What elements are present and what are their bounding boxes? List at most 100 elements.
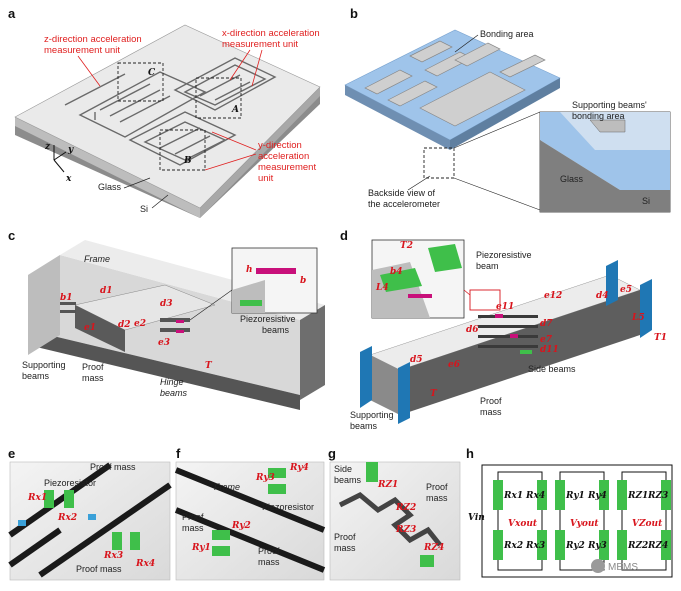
d-support-label-2: beams: [350, 421, 378, 431]
h-resistors: [493, 480, 671, 560]
d-piezo-2: [510, 334, 518, 338]
d-zoom-leader: [463, 289, 471, 296]
g-side-label-1: Side: [334, 464, 352, 474]
box-label-a: A: [231, 105, 239, 115]
c-piezo-label-2: beams: [262, 325, 290, 335]
glass-label-b: Glass: [560, 174, 584, 184]
d-dim-b4: b4: [390, 267, 403, 277]
h-b3-tl: RZ1: [627, 491, 648, 501]
e-proof-bottom: Proof mass: [76, 564, 122, 574]
panel-label-c: c: [8, 228, 15, 243]
h-b3-bl: RZ2: [627, 541, 648, 551]
e-rx3: Rx3: [103, 551, 123, 561]
c-dim-e1: e1: [84, 323, 96, 333]
h-b1-bl: Rx2: [503, 541, 523, 551]
h-vin: Vin: [468, 513, 485, 523]
e-beams: [8, 462, 172, 578]
f-piezoresistors: [212, 468, 286, 556]
d-support-right-2: [640, 279, 652, 338]
backside-label-1: Backside view of: [368, 188, 436, 198]
panel-label-g: g: [328, 446, 336, 461]
d-left-side: [370, 355, 400, 415]
d-support-right: [606, 260, 618, 306]
c-dim-h: h: [246, 265, 253, 275]
d-support-label-1: Supporting: [350, 410, 394, 420]
dashed-box-a: [195, 77, 242, 119]
z-unit-label-2: measurement unit: [44, 45, 120, 56]
y-unit-label-3: measurement: [258, 162, 316, 173]
zoom-box-b: [423, 147, 455, 179]
c-support-label-2: beams: [22, 371, 50, 381]
d-dim-d4: d4: [596, 291, 609, 301]
panel-f: f Frame Piezoresistor Proof mass Proof m…: [174, 446, 326, 581]
f-proof-left-2: mass: [182, 523, 204, 533]
d-dim-d6: d6: [466, 325, 479, 335]
f-ry2: Ry2: [231, 521, 251, 531]
inset-beam-bond: [589, 119, 626, 133]
box-label-b: B: [183, 156, 192, 166]
z-unit-structure: [64, 71, 207, 138]
c-frame-label: Frame: [84, 254, 110, 264]
c-frame-block: [28, 255, 60, 355]
backside-leader: [407, 175, 431, 191]
g-side-beams: [366, 462, 434, 567]
h-b3-tr: RZ3: [647, 491, 668, 501]
c-body-front: [28, 330, 300, 410]
axis-z: z: [44, 142, 51, 152]
panel-d: d T2 Piezoresistive beam b4 L4 e1: [340, 228, 667, 431]
h-b2-tl: Ry1: [565, 491, 585, 501]
f-proof-right-1: Proof: [258, 546, 280, 556]
panel-label-f: f: [176, 446, 181, 461]
axis-y: y: [67, 145, 74, 155]
h-b2-out: Vyout: [570, 519, 599, 529]
g-rz4: RZ4: [423, 543, 444, 553]
c-dim-d1: d1: [100, 286, 113, 296]
panel-a: a: [8, 6, 321, 218]
glass-side-right-b: [450, 78, 560, 150]
c-inset-beam: [256, 268, 296, 274]
g-proof-left-2: mass: [334, 543, 356, 553]
g-proof-right-2: mass: [426, 493, 448, 503]
chip-top-a: [14, 24, 321, 209]
x-unit-structure: [173, 57, 277, 111]
panel-h: h Vin Rx1 Rx4 Rx2 Rx3 Vxout Ry1 Ry4 Ry2 …: [466, 446, 673, 578]
x-unit-leader-1: [229, 49, 251, 81]
c-proof-mass: [74, 284, 216, 331]
c-piezo-beam-2: [176, 330, 184, 333]
c-inset-green: [240, 300, 262, 306]
d-piezo-label-1: Piezoresistive: [476, 250, 532, 260]
d-dim-l5: L5: [631, 313, 645, 323]
e-rx4: Rx4: [135, 559, 155, 569]
c-beam-bars: [60, 302, 190, 332]
glass-label-a: Glass: [98, 182, 122, 192]
support-bond-label-2: bonding area: [572, 111, 625, 121]
h-b3-out: VZout: [632, 519, 663, 529]
c-right-side: [300, 305, 325, 400]
glass-side-left-a: [15, 117, 200, 218]
c-dim-e3: e3: [158, 338, 170, 348]
zoom-line-1: [453, 111, 541, 149]
h-b2-bl: Ry2: [565, 541, 585, 551]
bonding-area-label: Bonding area: [480, 29, 534, 39]
panel-label-h: h: [466, 446, 474, 461]
d-piezo-label-2: beam: [476, 261, 499, 271]
axis-x: x: [65, 174, 72, 184]
c-dim-T: T: [205, 361, 213, 371]
si-label-a: Si: [140, 204, 148, 214]
panel-label-a: a: [8, 6, 16, 21]
f-frame-label: Frame: [214, 482, 240, 492]
panel-e: e Proof mass Piezoresistor Proof mass Rx…: [8, 446, 172, 581]
c-zoom-leader: [189, 289, 233, 321]
f-ry4: Ry4: [289, 463, 309, 473]
h-b1-tl: Rx1: [503, 491, 523, 501]
d-dim-d11: d11: [540, 345, 559, 355]
g-proof-right-1: Proof: [426, 482, 448, 492]
e-rx1: Rx1: [27, 493, 47, 503]
d-inset-green-2: [428, 244, 462, 272]
backside-label-2: the accelerometer: [368, 199, 440, 209]
zoom-line-2: [453, 177, 541, 211]
d-support-left: [360, 346, 372, 408]
e-proof-top: Proof mass: [90, 462, 136, 472]
e-contact-2: [88, 514, 96, 520]
